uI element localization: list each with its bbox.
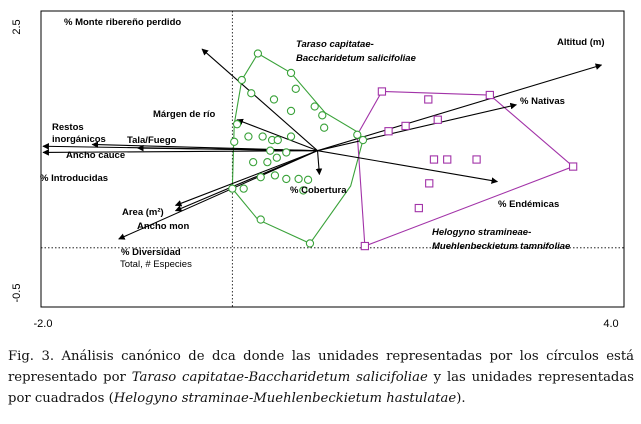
plot-frame bbox=[40, 10, 625, 308]
square-point-2 bbox=[485, 90, 494, 100]
vector-label-nativas: % Nativas bbox=[520, 96, 565, 107]
vector-label-introducidas: % Introducidas bbox=[40, 173, 108, 184]
caption-text-3: ). bbox=[456, 391, 466, 406]
circle-point-26 bbox=[303, 175, 313, 184]
circle-point-21 bbox=[249, 157, 258, 167]
square-point-5 bbox=[384, 127, 393, 136]
vector-label-endemicas: % Endémicas bbox=[498, 199, 559, 210]
circle-point-8 bbox=[318, 111, 327, 120]
vector-label-tala: Tala/Fuego bbox=[127, 135, 177, 146]
circle-point-14 bbox=[273, 135, 282, 145]
vector-arrow-10 bbox=[174, 150, 318, 207]
y-tick-min: -0.5 bbox=[11, 284, 23, 303]
square-point-4 bbox=[401, 121, 410, 131]
x-tick-min: -2.0 bbox=[34, 318, 53, 330]
circle-point-23 bbox=[270, 171, 280, 180]
square-point-8 bbox=[472, 155, 481, 164]
circle-point-0 bbox=[253, 49, 263, 58]
vector-arrow-9 bbox=[317, 150, 499, 184]
circle-point-19 bbox=[272, 153, 281, 162]
vector-label-cobertura: % Cobertura bbox=[290, 185, 347, 196]
circle-point-17 bbox=[266, 146, 275, 155]
square-group-hull bbox=[356, 90, 575, 247]
vector-arrow-2 bbox=[317, 102, 517, 152]
circle-point-2 bbox=[247, 89, 256, 98]
square-point-10 bbox=[425, 179, 434, 188]
circle-point-11 bbox=[244, 132, 253, 141]
y-tick-max: 2.5 bbox=[11, 19, 23, 34]
circle-point-24 bbox=[282, 174, 291, 184]
vector-label-altitud: Altitud (m) bbox=[557, 37, 605, 48]
figure: -2.0 4.0 2.5 -0.5 % Monte ribereño perdi… bbox=[11, 10, 625, 330]
circle-point-18 bbox=[282, 148, 291, 157]
caption-text-2: y las unidades representadas por cuadrad… bbox=[8, 370, 634, 406]
circle-point-27 bbox=[228, 184, 237, 193]
circle-point-25 bbox=[294, 174, 303, 184]
circle-group-label-2: Baccharidetum salicifoliae bbox=[296, 53, 417, 64]
circle-group-hull bbox=[231, 52, 364, 245]
circle-point-28 bbox=[239, 184, 248, 193]
vector-arrow-8 bbox=[315, 150, 323, 176]
circle-group-label-1: Taraso capitatae- bbox=[296, 39, 374, 50]
circle-point-22 bbox=[256, 173, 265, 182]
square-point-3 bbox=[433, 115, 442, 124]
caption-text-1: Fig. 3. Análisis canónico de dca donde l… bbox=[8, 349, 634, 385]
circle-point-6 bbox=[286, 106, 296, 116]
square-group-label-2: Muehlenbeckietum tamnifoliae bbox=[432, 241, 571, 252]
ordination-plot: -2.0 4.0 2.5 -0.5 % Monte ribereño perdi… bbox=[11, 10, 625, 330]
square-point-7 bbox=[443, 155, 452, 164]
circle-point-3 bbox=[269, 95, 279, 104]
circle-point-30 bbox=[256, 215, 265, 224]
square-point-6 bbox=[429, 155, 439, 164]
x-tick-max: 4.0 bbox=[603, 318, 618, 330]
vector-label-margen: Márgen de río bbox=[153, 109, 215, 120]
vector-label-restos-1: Restos bbox=[52, 122, 84, 133]
vector-arrow-3 bbox=[236, 118, 318, 152]
vector-label-total: Total, # Especies bbox=[120, 259, 192, 270]
circle-point-29 bbox=[299, 186, 308, 195]
circle-point-31 bbox=[305, 239, 315, 248]
square-point-9 bbox=[568, 162, 578, 171]
vector-arrow-1 bbox=[201, 48, 318, 152]
circle-point-4 bbox=[286, 68, 296, 78]
square-point-0 bbox=[377, 87, 387, 96]
square-point-12 bbox=[360, 241, 370, 251]
caption-italic-2: Helogyno straminae-Muehlenbeckietum hast… bbox=[113, 391, 457, 406]
vector-label-diversidad: % Diversidad bbox=[121, 247, 181, 258]
circle-point-15 bbox=[286, 132, 296, 141]
square-point-11 bbox=[414, 203, 423, 213]
caption-italic-1: Taraso capitatae-Baccharidetum salicifol… bbox=[131, 370, 428, 385]
circle-point-33 bbox=[358, 135, 368, 145]
vector-label-area: Area (m²) bbox=[122, 207, 164, 218]
square-group-label-1: Helogyno stramineae- bbox=[432, 227, 531, 238]
circle-point-1 bbox=[237, 75, 246, 85]
vector-label-monte: % Monte ribereño perdido bbox=[64, 17, 181, 28]
circle-point-20 bbox=[263, 157, 272, 167]
circle-point-5 bbox=[291, 84, 300, 93]
circle-point-9 bbox=[320, 123, 329, 132]
circle-point-32 bbox=[353, 130, 362, 139]
circle-point-7 bbox=[310, 102, 319, 111]
square-point-1 bbox=[424, 95, 433, 104]
figure-caption: Fig. 3. Análisis canónico de dca donde l… bbox=[8, 346, 634, 409]
circle-point-10 bbox=[232, 120, 242, 129]
vector-label-ancho-mon: Ancho mon bbox=[137, 221, 189, 232]
vector-arrow-12 bbox=[118, 150, 318, 240]
circle-point-12 bbox=[258, 132, 267, 141]
vector-label-ancho-cauce: Ancho cauce bbox=[66, 150, 125, 161]
vector-label-restos-2: inorgánicos bbox=[52, 134, 106, 145]
circle-point-16 bbox=[230, 137, 239, 146]
